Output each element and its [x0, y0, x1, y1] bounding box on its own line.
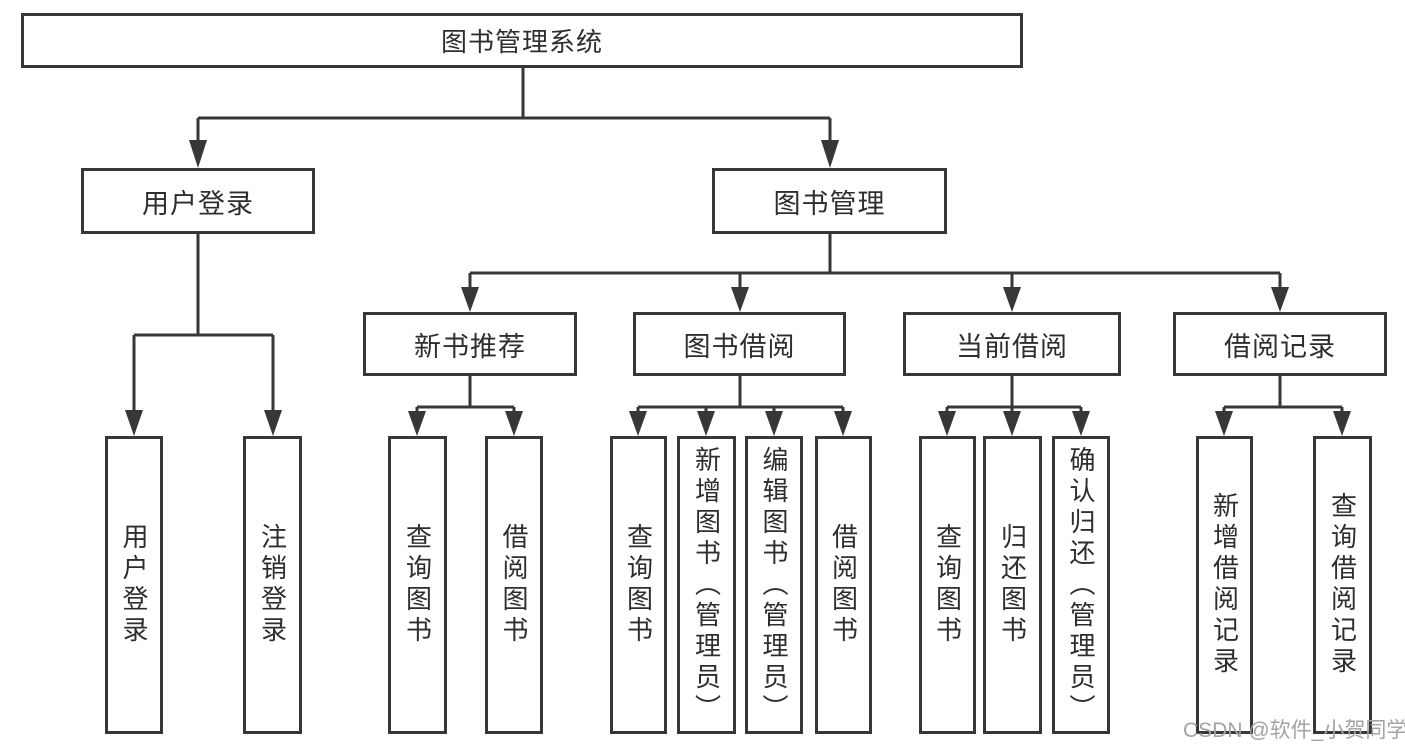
- arrowhead: [264, 410, 282, 436]
- node-root-library-system: 图书管理系统: [21, 13, 1023, 68]
- arrowhead: [765, 411, 783, 436]
- leaf-query-books-recommend: 查询图书: [388, 436, 447, 734]
- connector-root-to-level2: [189, 68, 839, 168]
- connector-new-book-children: [408, 376, 523, 436]
- leaf-user-login: 用户登录: [105, 436, 163, 734]
- leaf-logout: 注销登录: [243, 436, 302, 734]
- node-user-login: 用户登录: [81, 168, 315, 234]
- leaf-return-books: 归还图书: [983, 436, 1042, 734]
- node-book-management: 图书管理: [712, 168, 947, 234]
- leaf-borrow-books-recommend: 借阅图书: [485, 436, 543, 734]
- node-current-borrow: 当前借阅: [903, 312, 1121, 376]
- arrowhead: [1271, 287, 1289, 312]
- arrowhead: [1003, 411, 1021, 436]
- arrowhead: [629, 411, 647, 436]
- arrowhead: [1333, 411, 1351, 436]
- leaf-confirm-return-admin: 确认归还（管理员）: [1052, 436, 1110, 734]
- leaf-query-borrow-record: 查询借阅记录: [1313, 436, 1372, 734]
- node-new-book-recommend: 新书推荐: [363, 312, 577, 376]
- arrowhead: [1003, 287, 1021, 312]
- arrowhead: [461, 287, 479, 312]
- arrowhead: [731, 287, 749, 312]
- arrowhead: [834, 411, 852, 436]
- leaf-edit-books-admin: 编辑图书（管理员）: [745, 436, 803, 734]
- arrowhead: [408, 411, 426, 436]
- csdn-watermark: CSDN @软件_小贺同学: [1183, 719, 1405, 742]
- connector-user-login-children: [125, 234, 282, 436]
- leaf-add-borrow-record: 新增借阅记录: [1196, 436, 1253, 734]
- node-book-borrow: 图书借阅: [633, 312, 846, 376]
- arrowhead: [1215, 411, 1233, 436]
- arrowhead: [938, 411, 956, 436]
- connector-borrow-record-children: [1215, 376, 1351, 436]
- node-borrow-records: 借阅记录: [1173, 312, 1387, 376]
- connector-book-management-children: [461, 234, 1289, 312]
- arrowhead: [505, 411, 523, 436]
- arrowhead: [821, 140, 839, 168]
- leaf-add-books-admin: 新增图书（管理员）: [677, 436, 736, 734]
- arrowhead: [1072, 411, 1090, 436]
- leaf-borrow-books: 借阅图书: [815, 436, 872, 734]
- connector-book-borrow-children: [629, 376, 852, 436]
- leaf-query-books-current: 查询图书: [919, 436, 976, 734]
- arrowhead: [697, 411, 715, 436]
- arrowhead: [189, 140, 207, 168]
- connector-current-borrow-children: [938, 376, 1090, 436]
- arrowhead: [125, 410, 143, 436]
- leaf-query-books-borrow: 查询图书: [610, 436, 667, 734]
